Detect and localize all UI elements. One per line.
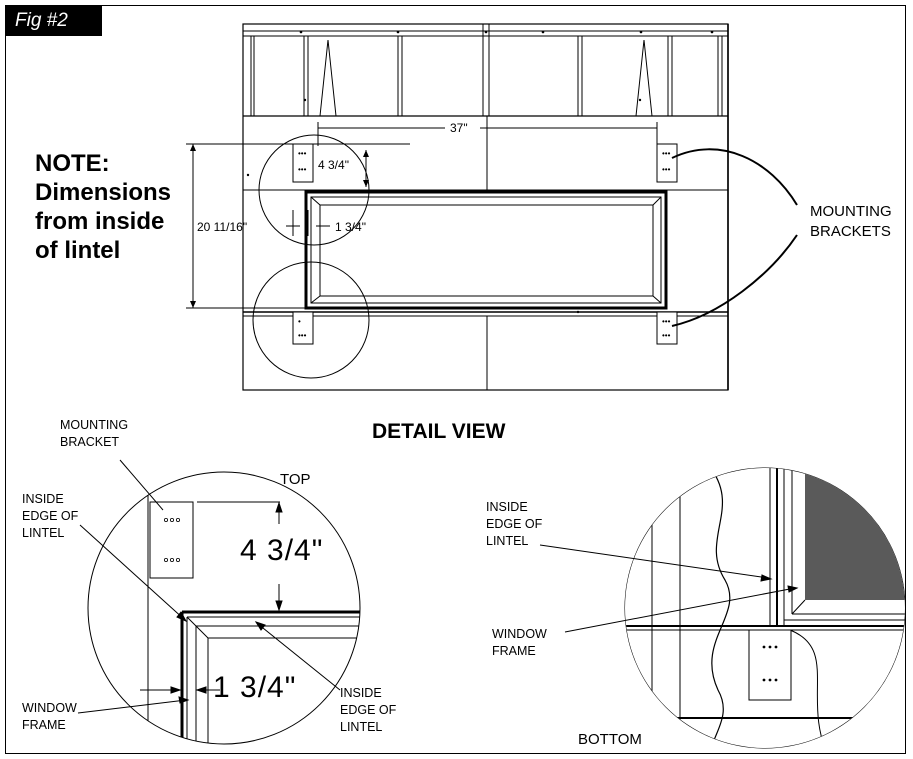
bracket-bottom-left: • ••• [292, 311, 314, 345]
mounting-brackets-label-2: BRACKETS [810, 223, 891, 240]
note-line-2: Dimensions [35, 179, 172, 206]
window-frame-right-2: FRAME [492, 644, 536, 658]
inside-edge-right-1: INSIDE [486, 500, 528, 514]
mounting-bracket-label-2: BRACKET [60, 435, 120, 449]
note-line-1: NOTE: [35, 150, 110, 177]
mounting-brackets-label-1: MOUNTING [810, 203, 892, 220]
detail-top-dimension [140, 501, 283, 694]
inside-edge-left-2: EDGE OF [22, 509, 79, 523]
inside-edge-mid-2: EDGE OF [340, 703, 397, 717]
svg-text:•••: ••• [298, 149, 307, 158]
inside-edge-right-3: LINTEL [486, 534, 529, 548]
bracket-top-right: ••• ••• [656, 143, 678, 183]
figure-frame [5, 5, 906, 754]
mounting-bracket-label-1: MOUNTING [60, 418, 129, 432]
dimension-lines [186, 122, 658, 309]
dim-height-label: 20 11/16" [197, 220, 248, 234]
detail-top-label: TOP [280, 471, 311, 488]
svg-text:•: • [298, 317, 301, 326]
inside-edge-right-2: EDGE OF [486, 517, 543, 531]
svg-text:•••: ••• [662, 317, 671, 326]
dim-width-label: 37" [450, 121, 468, 135]
wall-framing [242, 23, 729, 391]
detail-view-title: DETAIL VIEW [372, 420, 506, 443]
svg-text:•••: ••• [662, 149, 671, 158]
note-line-4: of lintel [35, 237, 121, 264]
svg-text:•••: ••• [662, 331, 671, 340]
inside-edge-mid-1: INSIDE [340, 686, 382, 700]
dimension-arrows [190, 144, 369, 308]
svg-text:•••: ••• [298, 331, 307, 340]
detail-circle-top [258, 134, 370, 246]
figure-tag: Fig #2 [6, 6, 102, 36]
fireplace-window [304, 190, 668, 310]
detail-dim-side-label: 1 3/4" [213, 671, 297, 704]
bracket-leaders [671, 148, 798, 327]
detail-bottom-bracket-dots [762, 645, 778, 682]
inside-edge-mid-3: LINTEL [340, 720, 383, 734]
detail-dim-top-label: 4 3/4" [240, 534, 324, 567]
svg-text:•••: ••• [662, 165, 671, 174]
nail-dots [246, 30, 714, 314]
detail-top-circle [87, 471, 361, 745]
dim-top-offset-label: 4 3/4" [318, 158, 349, 172]
window-frame-left-1: WINDOW [22, 701, 77, 715]
svg-text:•••: ••• [298, 165, 307, 174]
window-frame-right-1: WINDOW [492, 627, 547, 641]
detail-bottom-label: BOTTOM [578, 731, 642, 748]
detail-top-bracket-holes [163, 518, 180, 563]
bracket-top-left: ••• ••• [292, 143, 314, 183]
detail-circle-bottom [252, 261, 370, 379]
inside-edge-left-3: LINTEL [22, 526, 65, 540]
dim-side-offset-label: 1 3/4" [335, 220, 366, 234]
bracket-bottom-right: ••• ••• [656, 311, 678, 345]
window-frame-left-2: FRAME [22, 718, 66, 732]
note-line-3: from inside [35, 208, 165, 235]
inside-edge-left-1: INSIDE [22, 492, 64, 506]
detail-bottom-leaders [539, 544, 799, 633]
detail-top-leaders [77, 459, 341, 714]
